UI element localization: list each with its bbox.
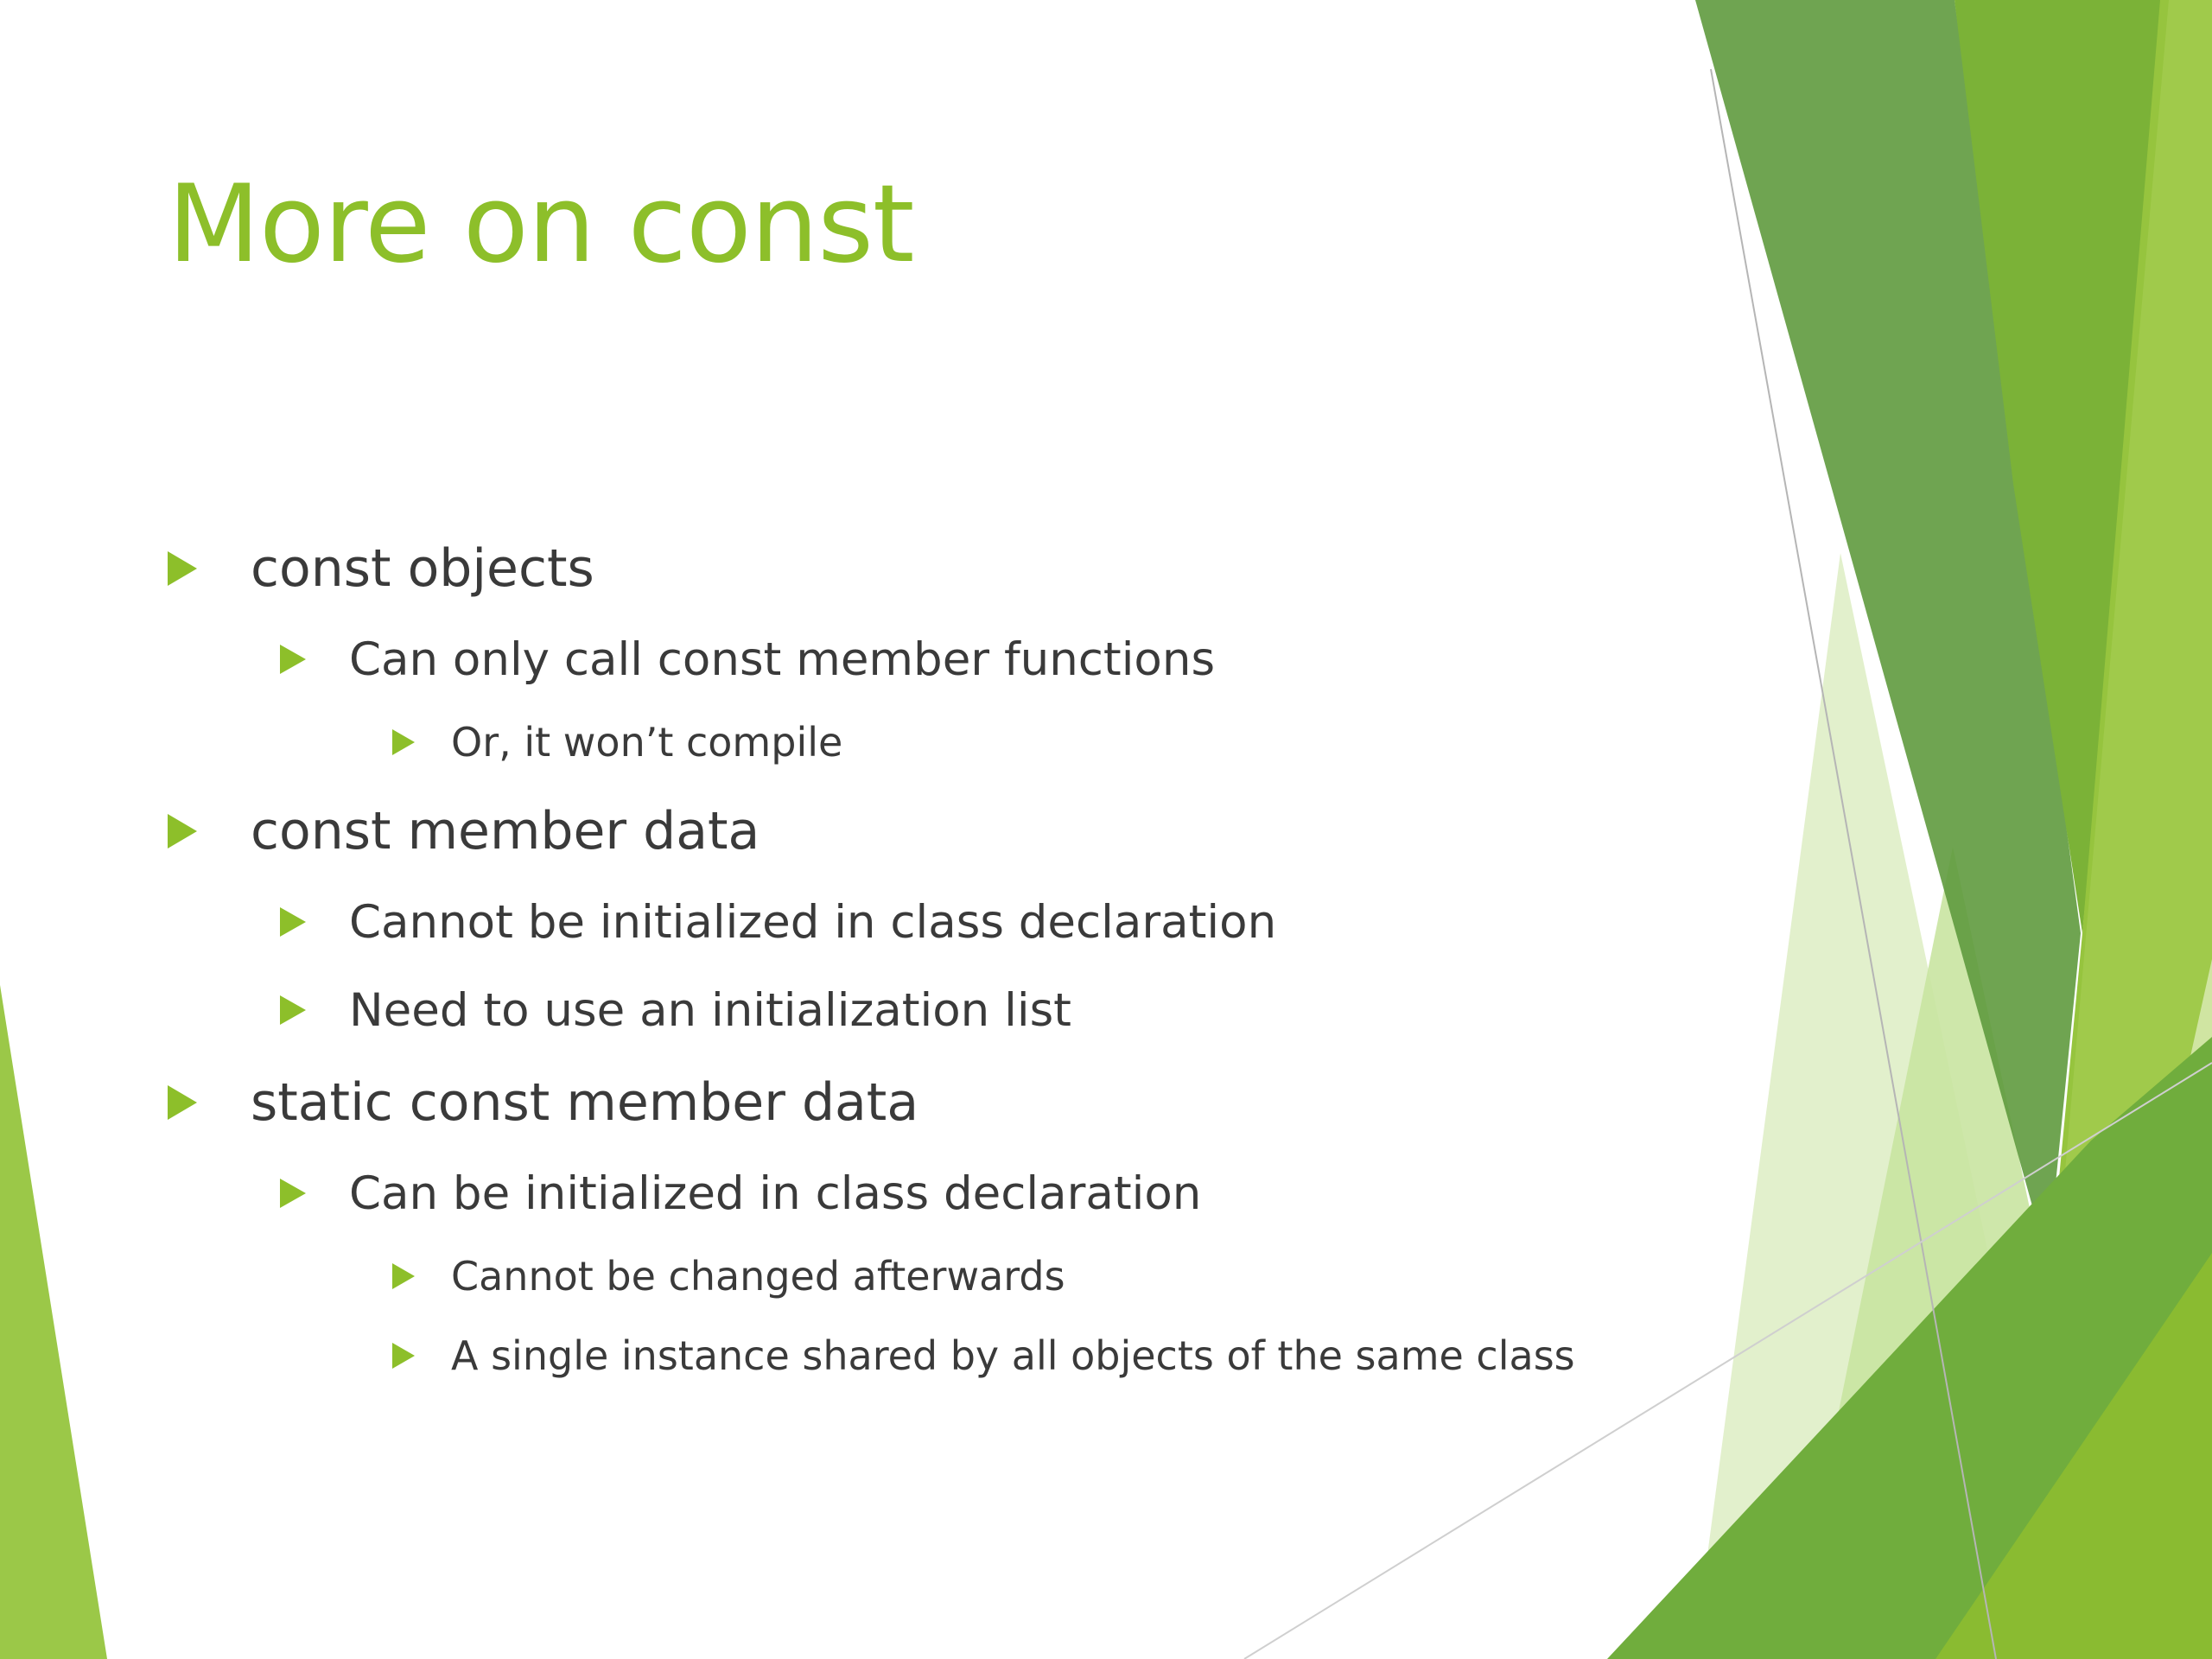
triangle-right-icon xyxy=(280,645,306,674)
left-edge-shape xyxy=(0,985,107,1659)
triangle-right-icon xyxy=(392,1263,415,1289)
dark-band-shape xyxy=(1695,0,2081,1262)
bullet-text: Can be initialized in class declaration xyxy=(349,1166,1202,1220)
triangle-right-icon xyxy=(168,1085,197,1120)
triangle-right-icon xyxy=(392,1343,415,1369)
bullet-item: A single instance shared by all objects … xyxy=(168,1322,1575,1389)
bullet-text: Cannot be changed afterwards xyxy=(451,1253,1065,1300)
bullet-item: Need to use an initialization list xyxy=(168,973,1575,1047)
triangle-right-icon xyxy=(280,1179,306,1208)
bullet-text: const objects xyxy=(251,538,594,599)
bullet-text: const member data xyxy=(251,801,760,861)
bullet-text: Or, it won’t compile xyxy=(451,719,843,766)
bullet-item: Cannot be initialized in class declarati… xyxy=(168,885,1575,959)
bullet-text: A single instance shared by all objects … xyxy=(451,1332,1575,1379)
thin-line-1 xyxy=(1710,68,1997,1659)
bullet-item: const objects xyxy=(168,529,1575,608)
triangle-right-icon xyxy=(392,729,415,755)
triangle-right-icon xyxy=(280,907,306,937)
bullet-item: Or, it won’t compile xyxy=(168,709,1575,776)
bullet-item: Can be initialized in class declaration xyxy=(168,1156,1575,1230)
triangle-right-icon xyxy=(168,814,197,849)
bullet-text: Cannot be initialized in class declarati… xyxy=(349,895,1277,949)
lower-triangle-overlay xyxy=(1936,1253,2212,1659)
thin-line-2 xyxy=(1243,1062,2212,1659)
bullet-text: static const member data xyxy=(251,1072,919,1133)
bullet-text: Can only call const member functions xyxy=(349,632,1216,686)
bullet-item: Cannot be changed afterwards xyxy=(168,1243,1575,1310)
mid-band-shape xyxy=(1955,0,2171,933)
bullet-item: static const member data xyxy=(168,1063,1575,1142)
slide-title: More on const xyxy=(168,162,915,287)
bullet-text: Need to use an initialization list xyxy=(349,983,1071,1037)
bullet-item: const member data xyxy=(168,791,1575,871)
bullet-list: const objects Can only call const member… xyxy=(168,529,1575,1389)
triangle-right-icon xyxy=(168,551,197,586)
triangle-right-icon xyxy=(280,995,306,1025)
bullet-item: Can only call const member functions xyxy=(168,622,1575,696)
